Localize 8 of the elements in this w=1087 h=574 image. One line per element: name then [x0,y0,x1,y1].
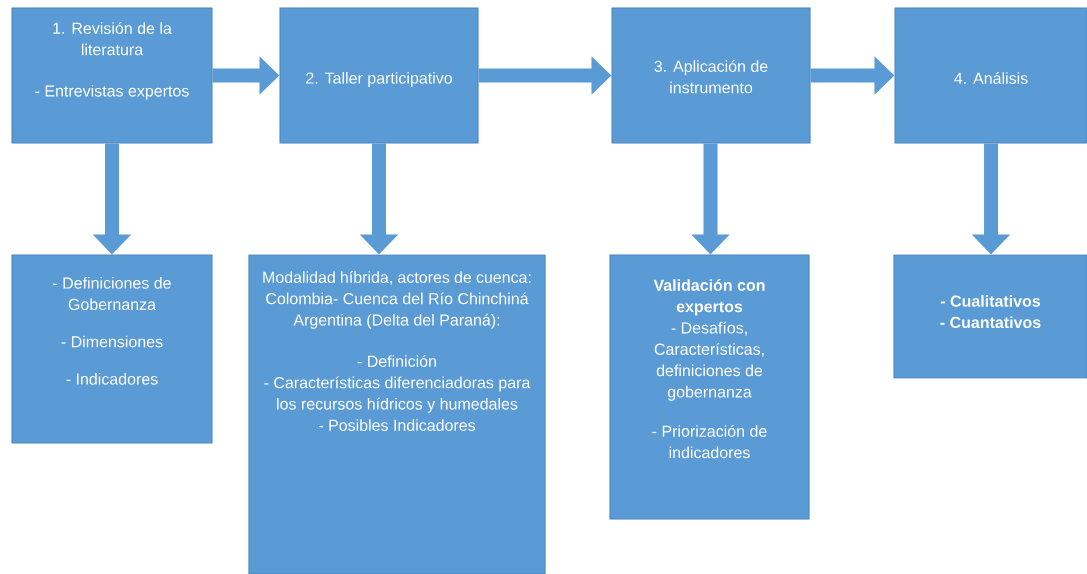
process-box: Modalidad híbrida, actores de cuenca: Colombia- Cuenca del Río Chinchiná Argentina (Delta del Paraná): - Definición - Características diferenciadoras para los recursos hídricos y humedales - Posibles Indicadores [248,254,546,574]
process-box: 4. Análisis [894,7,1087,144]
process-box: Validación con expertos - Desafíos, Características, definiciones de gobernanza - Priorización de indicadores [609,254,810,520]
process-box: 3. Aplicación de instrumento [611,7,811,144]
process-box: 1. Revisión de la literatura - Entrevistas expertos [11,7,213,144]
process-box: - Definiciones de Gobernanza - Dimensiones - Indicadores [11,254,213,444]
process-box: - Cualitativos - Cuantativos [893,254,1087,379]
process-box: 2. Taller participativo [279,7,479,144]
